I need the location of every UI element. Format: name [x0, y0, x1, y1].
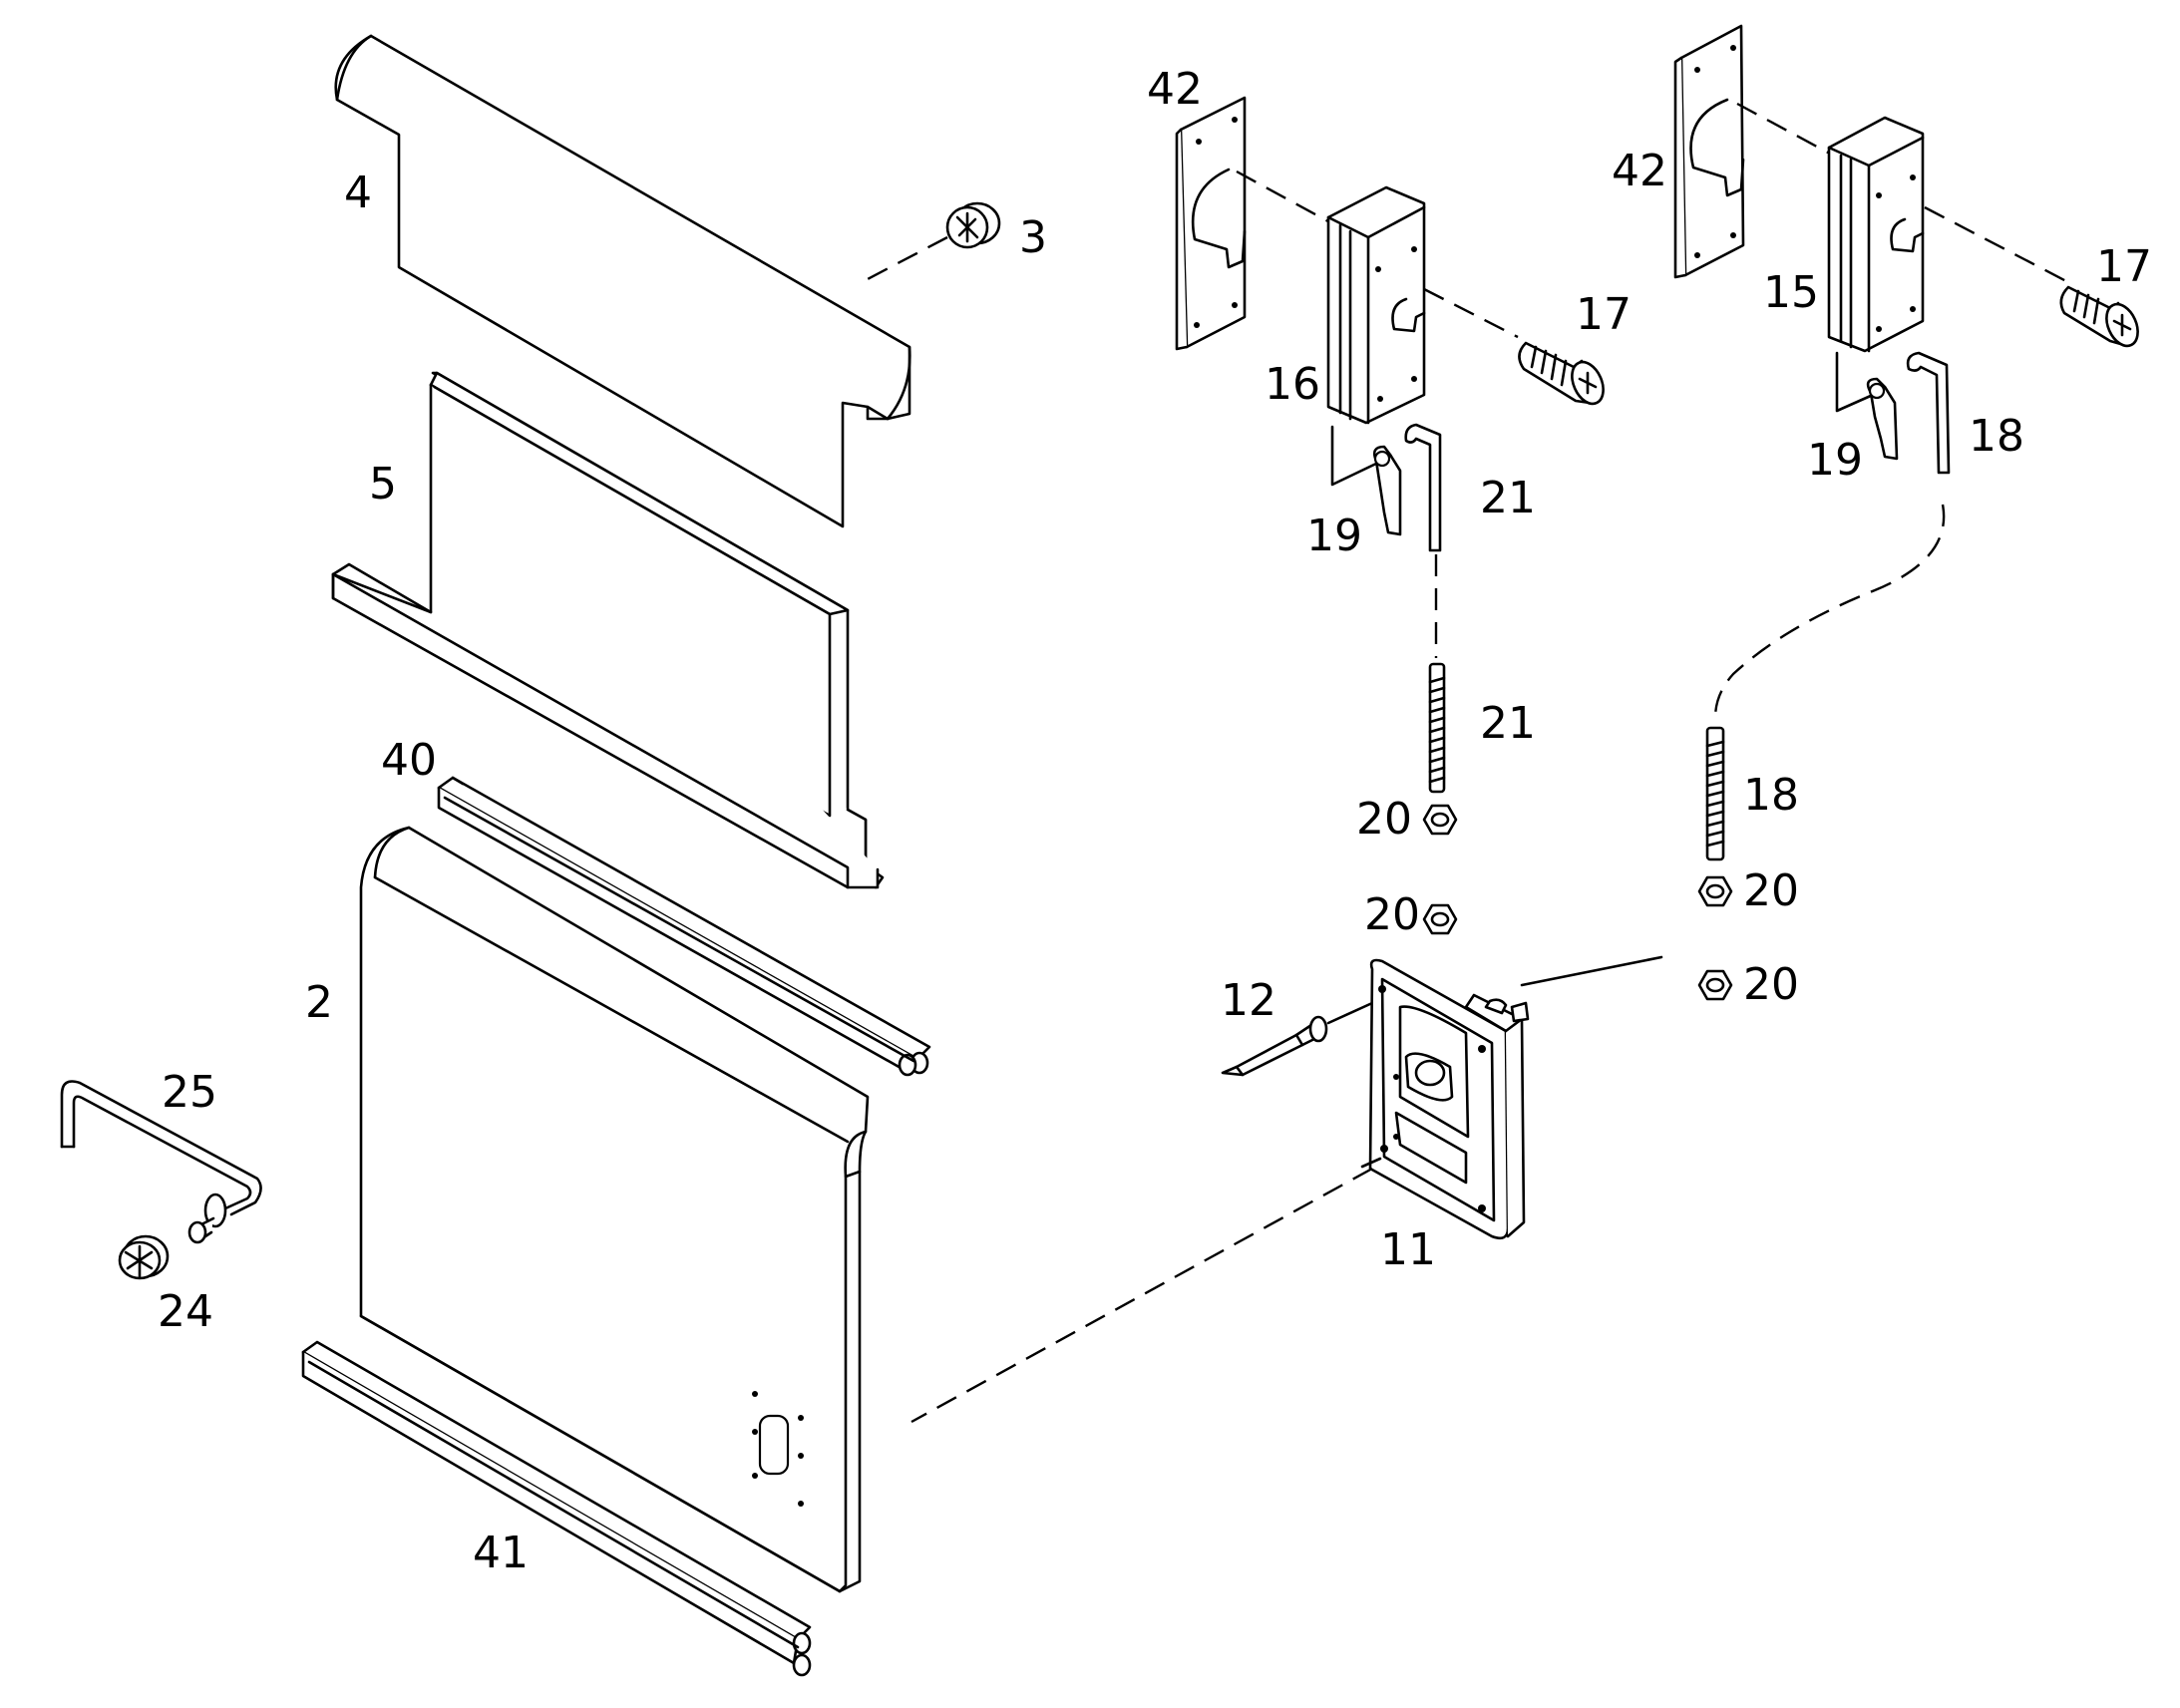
part-42-plate-right [1673, 24, 1745, 279]
label-42-right: 42 [1612, 146, 1667, 196]
label-17-left: 17 [1576, 289, 1632, 340]
dash-18-18 [1713, 504, 1946, 719]
label-2: 2 [305, 977, 333, 1028]
part-40-top-seal [437, 776, 931, 1077]
part-20-nut-c [1697, 875, 1733, 907]
label-17-right: 17 [2096, 241, 2152, 292]
label-21-top: 21 [1480, 473, 1536, 523]
label-4: 4 [344, 168, 372, 218]
label-18-bottom: 18 [1743, 770, 1799, 821]
label-21-bottom: 21 [1480, 698, 1536, 749]
label-19-right: 19 [1807, 435, 1863, 486]
part-17-screw-left [1518, 341, 1605, 406]
part-41-bottom-seal [301, 1340, 812, 1677]
label-3: 3 [1019, 212, 1047, 263]
label-15: 15 [1763, 267, 1819, 318]
part-20-nut-a [1422, 804, 1458, 836]
part-21-rod-top [1404, 423, 1442, 552]
label-42-left: 42 [1147, 64, 1203, 115]
part-5-inner-panel [331, 371, 885, 889]
label-40: 40 [381, 735, 437, 786]
label-20-d: 20 [1743, 959, 1799, 1010]
label-20-b: 20 [1364, 889, 1420, 940]
part-25-handle [60, 1080, 262, 1244]
label-16: 16 [1265, 359, 1320, 410]
label-19-left: 19 [1306, 511, 1362, 561]
part-18-threaded-rod [1705, 726, 1725, 861]
part-42-plate-left [1175, 96, 1247, 351]
part-24-nut [118, 1234, 170, 1280]
dash-16-17 [1423, 287, 1519, 339]
part-18-rod-top [1906, 351, 1951, 475]
label-12: 12 [1221, 975, 1276, 1026]
part-20-nut-b [1422, 903, 1458, 935]
label-5: 5 [369, 459, 397, 510]
dash-latch-door [910, 1167, 1373, 1424]
label-18-top: 18 [1969, 411, 2024, 462]
part-4-top-cover [334, 34, 911, 528]
part-20-nut-d [1697, 969, 1733, 1001]
part-19-lever-right [1835, 351, 1899, 461]
part-17-screw-right [2059, 285, 2139, 348]
part-3-clip [863, 201, 1001, 283]
label-24: 24 [158, 1286, 213, 1337]
label-25: 25 [162, 1067, 217, 1118]
part-21-threaded-rod [1428, 662, 1446, 794]
part-16-hinge-block-left [1326, 185, 1426, 425]
label-41: 41 [473, 1528, 529, 1578]
part-12-pin [1221, 1001, 1374, 1077]
label-20-c: 20 [1743, 865, 1799, 916]
part-11-latch [1360, 958, 1530, 1240]
dash-15-17 [1924, 205, 2067, 283]
label-20-a: 20 [1356, 794, 1412, 845]
part-15-hinge-block-right [1827, 116, 1925, 353]
label-11: 11 [1380, 1224, 1436, 1275]
dash-42-15 [1736, 102, 1842, 162]
leader-20-latch [1520, 955, 1663, 987]
part-2-door-panel [359, 826, 870, 1593]
part-19-lever-left [1330, 425, 1402, 536]
